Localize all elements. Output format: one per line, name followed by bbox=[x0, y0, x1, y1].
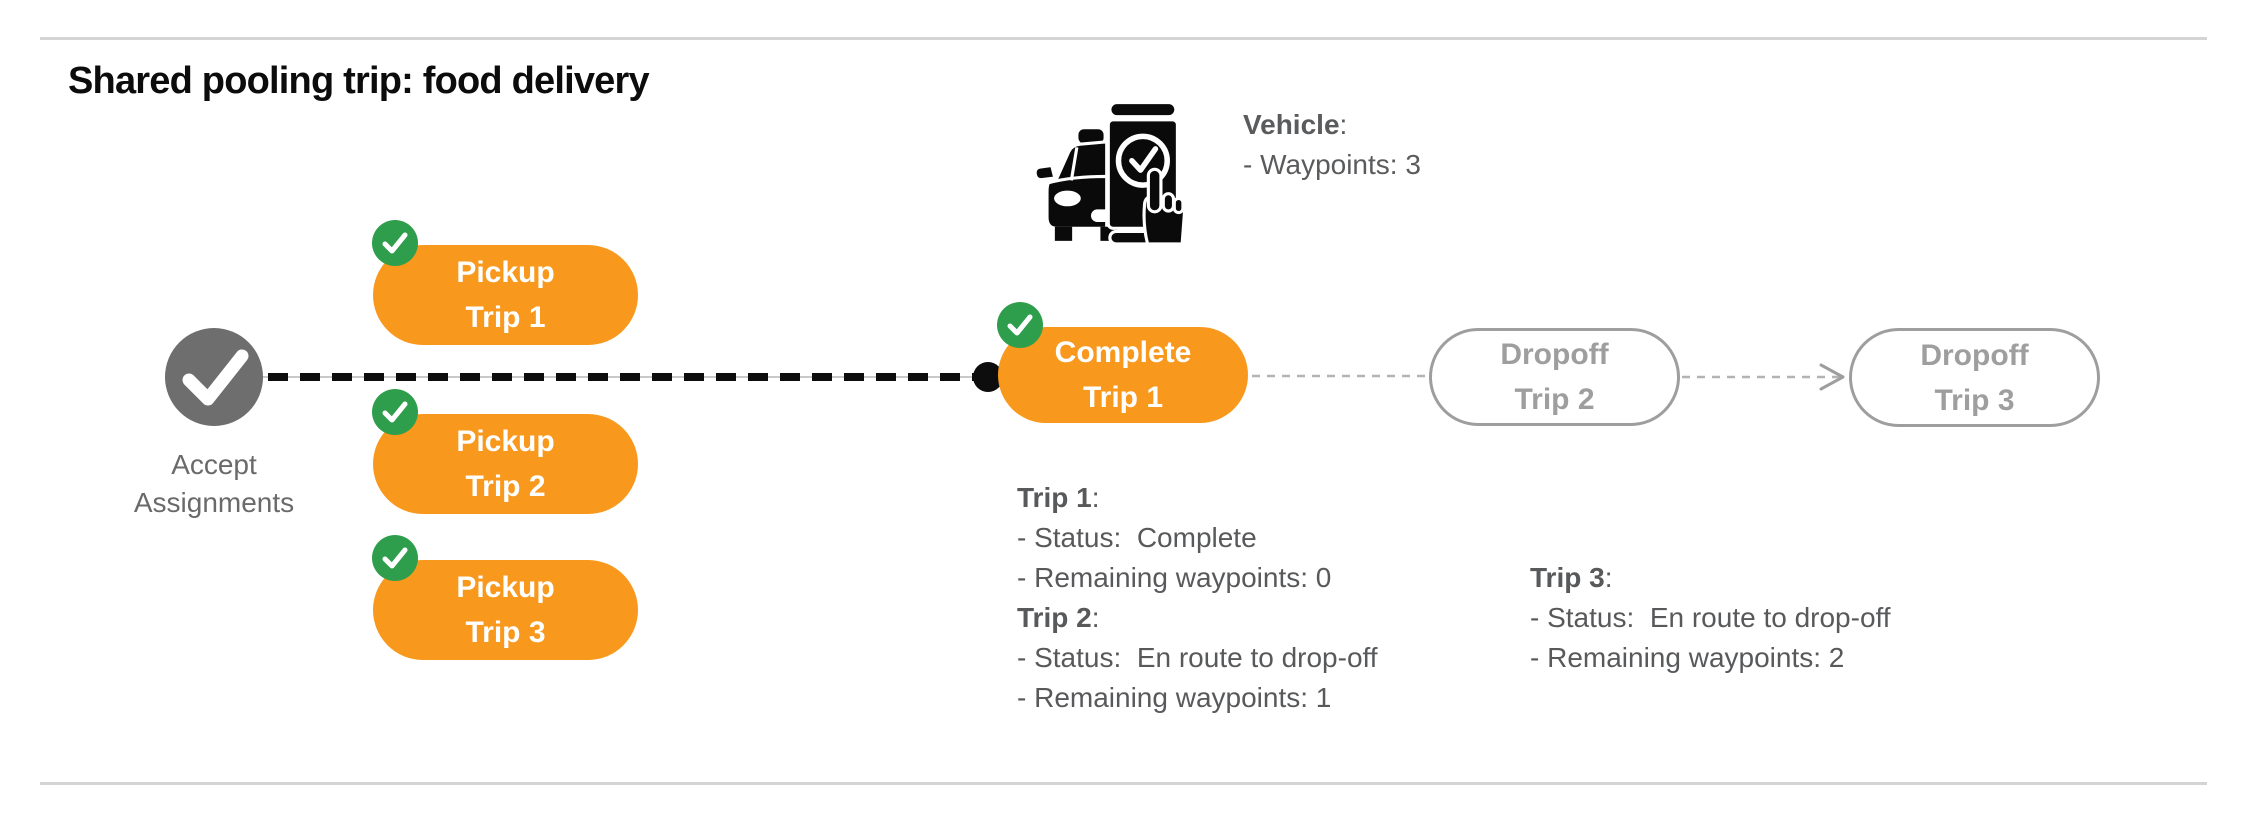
trip-1-2-status-block: Trip 1: - Status: Complete - Remaining w… bbox=[1017, 478, 1378, 718]
accept-assignments-node bbox=[165, 328, 263, 426]
pickup-trip-1-node: Pickup Trip 1 bbox=[372, 220, 638, 345]
vehicle-phone-check-icon bbox=[1025, 88, 1190, 246]
pickup-trip-2-node: Pickup Trip 2 bbox=[372, 389, 638, 514]
trip-2-status: - Status: En route to drop-off bbox=[1017, 642, 1378, 673]
trip-3-heading: Trip 3: bbox=[1530, 562, 1613, 593]
complete-trip-1-node: Complete Trip 1 bbox=[997, 302, 1248, 423]
accept-assignments-label: Accept Assignments bbox=[133, 449, 295, 518]
top-divider bbox=[40, 37, 2207, 40]
check-badge-icon bbox=[997, 302, 1043, 348]
check-badge-icon bbox=[372, 535, 418, 581]
dropoff-trip-2-node: Dropoff Trip 2 bbox=[1429, 328, 1680, 426]
trip-3-status: - Status: En route to drop-off bbox=[1530, 602, 1891, 633]
current-position-dot bbox=[973, 362, 1003, 392]
check-badge-icon bbox=[372, 389, 418, 435]
pickup-trip-3-node: Pickup Trip 3 bbox=[372, 535, 638, 660]
trip-2-heading: Trip 2: bbox=[1017, 602, 1100, 633]
trip-1-status: - Status: Complete bbox=[1017, 522, 1257, 553]
trip-2-waypoints: - Remaining waypoints: 1 bbox=[1017, 682, 1332, 713]
trip-3-waypoints: - Remaining waypoints: 2 bbox=[1530, 642, 1845, 673]
check-badge-icon bbox=[372, 220, 418, 266]
dropoff-trip-3-node: Dropoff Trip 3 bbox=[1849, 328, 2100, 427]
arrow-head-icon bbox=[1819, 363, 1845, 391]
trip-1-heading: Trip 1: bbox=[1017, 482, 1100, 513]
check-icon bbox=[165, 328, 263, 426]
page-title: Shared pooling trip: food delivery bbox=[68, 60, 650, 102]
vehicle-info: Vehicle: - Waypoints: 3 bbox=[1243, 105, 1421, 185]
trip-3-status-block: Trip 3: - Status: En route to drop-off -… bbox=[1530, 558, 1891, 678]
bottom-divider bbox=[40, 782, 2207, 785]
vehicle-info-heading: Vehicle: bbox=[1243, 109, 1348, 140]
trip-1-waypoints: - Remaining waypoints: 0 bbox=[1017, 562, 1332, 593]
vehicle-waypoints-line: - Waypoints: 3 bbox=[1243, 149, 1421, 180]
